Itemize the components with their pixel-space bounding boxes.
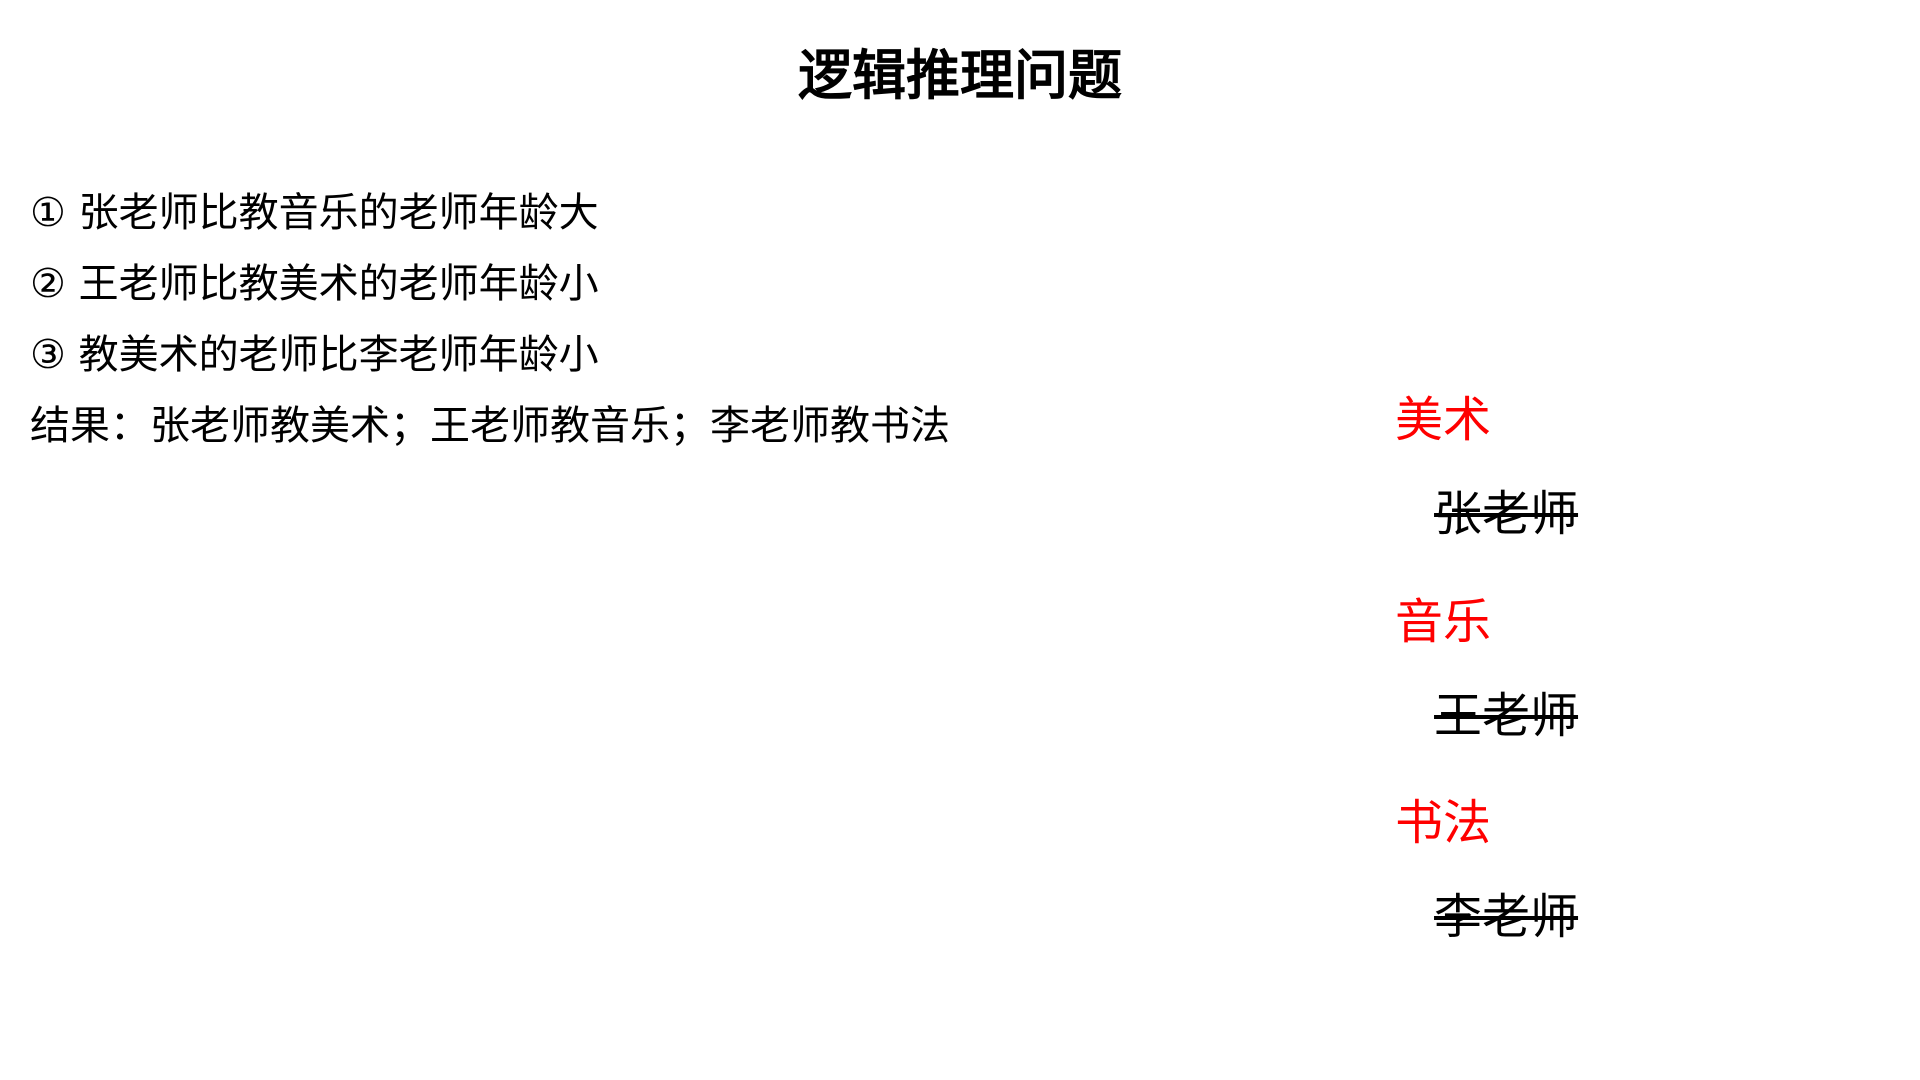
answer-group-li: 书法 李老师 [1373, 795, 1578, 941]
teacher-name-zhang-strikethrough: 张老师 [1434, 486, 1579, 542]
subject-annotation-li: 书法 [1395, 795, 1492, 851]
clue-line-1: ① 张老师比教音乐的老师年龄大 [30, 190, 599, 236]
result-line: 结果：张老师教美术；王老师教音乐；李老师教书法 [30, 403, 950, 449]
teacher-name-wang-strikethrough: 王老师 [1434, 688, 1579, 744]
clue-line-3: ③ 教美术的老师比李老师年龄小 [30, 332, 599, 378]
answer-group-zhang: 美术 张老师 [1373, 392, 1578, 538]
subject-annotation-wang: 音乐 [1395, 594, 1492, 650]
clue-line-2: ② 王老师比教美术的老师年龄小 [30, 261, 599, 307]
subject-annotation-zhang: 美术 [1395, 392, 1492, 448]
page-title: 逻辑推理问题 [798, 44, 1122, 107]
answer-group-wang: 音乐 王老师 [1373, 594, 1578, 740]
teacher-name-li-strikethrough: 李老师 [1434, 889, 1579, 945]
